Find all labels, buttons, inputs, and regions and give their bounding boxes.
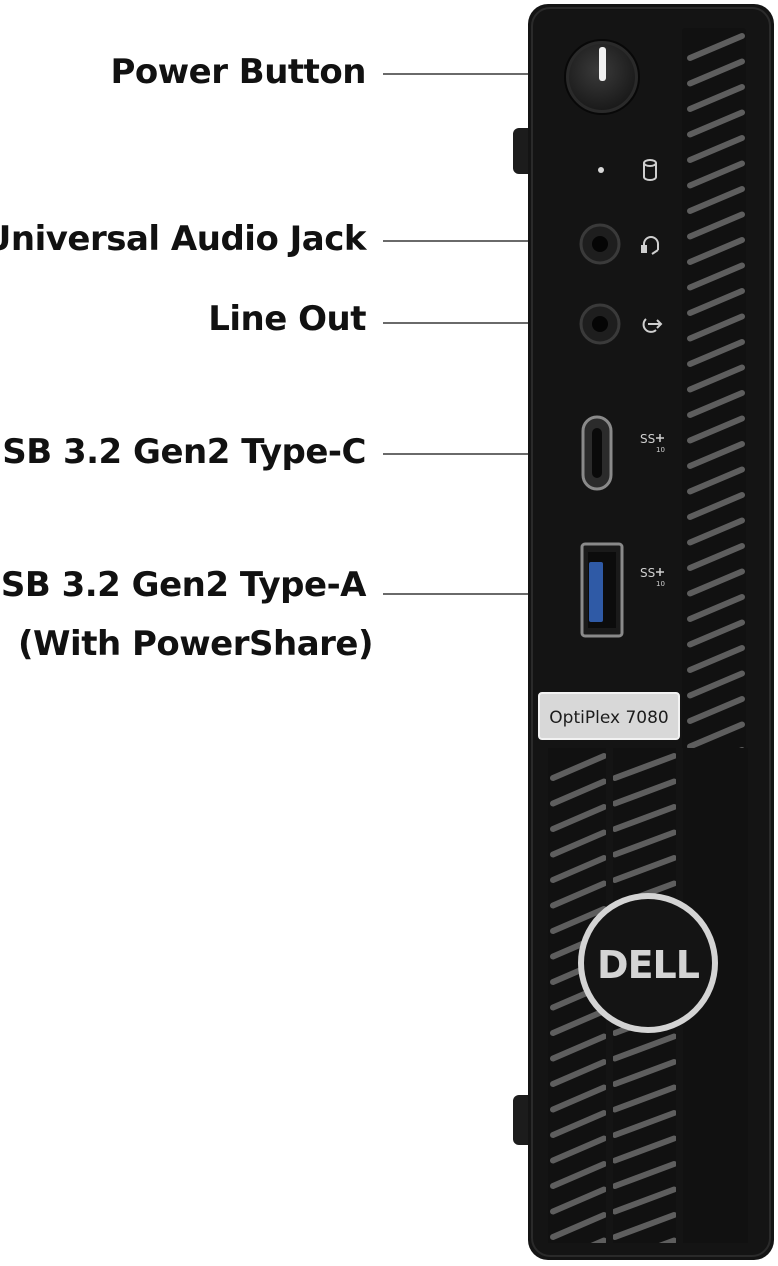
vent-slat bbox=[612, 1084, 677, 1113]
dell-logo-text: DELL bbox=[597, 943, 700, 987]
vent-slat bbox=[612, 1161, 677, 1189]
vent-slat bbox=[687, 288, 745, 316]
vent-slat bbox=[612, 1033, 677, 1062]
line-out-label: Line Out bbox=[208, 299, 366, 339]
vent-slat bbox=[687, 543, 745, 571]
universal-audio-jack[interactable] bbox=[579, 223, 621, 265]
vent-slat bbox=[612, 1059, 677, 1087]
vent-slat bbox=[550, 1135, 607, 1164]
vent-slat bbox=[612, 1186, 677, 1215]
vent-slat bbox=[687, 390, 745, 418]
vent-slat bbox=[687, 696, 745, 724]
line-out-leader-line bbox=[383, 322, 573, 324]
usb-a-label: USB 3.2 Gen2 Type-A bbox=[0, 565, 367, 605]
vent-slat bbox=[687, 364, 745, 393]
usb-c-label: USB 3.2 Gen2 Type-C bbox=[0, 432, 366, 472]
vent-slat bbox=[550, 1161, 607, 1189]
vent-slat bbox=[687, 568, 745, 597]
vent-slat bbox=[687, 109, 745, 138]
usb-c-leader-line bbox=[383, 453, 581, 455]
vent-slat bbox=[687, 84, 745, 112]
vent-slat bbox=[687, 58, 745, 87]
vent-slat bbox=[612, 1212, 677, 1240]
vent-slat bbox=[550, 906, 607, 934]
vent-slat bbox=[687, 466, 745, 495]
vent-slat bbox=[550, 1110, 607, 1138]
superspeed-usb-10gbps-icon: SS 10 bbox=[640, 566, 665, 588]
vent-slat bbox=[550, 1186, 607, 1215]
power-button-label: Power Button bbox=[110, 52, 366, 92]
usb-c-port[interactable] bbox=[581, 415, 613, 491]
svg-text:SS: SS bbox=[640, 432, 655, 446]
vent-slat bbox=[687, 237, 745, 265]
vent-slat bbox=[687, 33, 745, 61]
vent-slat bbox=[687, 211, 745, 240]
usb-a-blue-insert bbox=[589, 562, 603, 622]
vent-slat bbox=[550, 778, 607, 807]
vent-slat bbox=[687, 594, 745, 622]
vent-slat bbox=[550, 1008, 607, 1036]
vent-slat bbox=[550, 855, 607, 883]
model-badge-text: OptiPlex 7080 bbox=[549, 708, 668, 728]
activity-led bbox=[598, 167, 604, 173]
vent-slat bbox=[687, 517, 745, 546]
vent-slat bbox=[612, 829, 677, 858]
vent-slat bbox=[550, 1033, 607, 1062]
vent-slat bbox=[687, 721, 745, 750]
svg-text:SS: SS bbox=[640, 566, 655, 580]
svg-text:10: 10 bbox=[656, 446, 665, 454]
vent-slat bbox=[687, 670, 745, 699]
vent-slat bbox=[687, 415, 745, 444]
svg-text:10: 10 bbox=[656, 580, 665, 588]
dell-logo: DELL bbox=[578, 893, 718, 1033]
power-button[interactable] bbox=[564, 39, 640, 115]
vent-slat bbox=[612, 1110, 677, 1138]
vent-slat bbox=[690, 1260, 742, 1266]
usb-a-label-line2: (With PowerShare) bbox=[18, 624, 374, 664]
power-icon bbox=[599, 47, 606, 81]
vent-slat bbox=[612, 855, 677, 883]
vent-slat bbox=[612, 1135, 677, 1164]
usb-a-port[interactable] bbox=[580, 542, 624, 638]
vent-slat bbox=[687, 619, 745, 648]
vent-slat bbox=[550, 1212, 607, 1240]
vent-slat bbox=[687, 160, 745, 189]
power-button-leader-line bbox=[383, 73, 563, 75]
vent-slat bbox=[687, 186, 745, 214]
vent-slat bbox=[687, 313, 745, 342]
vent-slat bbox=[612, 804, 677, 832]
vent-slat bbox=[550, 829, 607, 858]
line-out-icon bbox=[642, 318, 663, 333]
usb-a-leader-line bbox=[383, 593, 586, 595]
vent-slat bbox=[687, 135, 745, 163]
vent-slat bbox=[550, 753, 607, 781]
vent-slat bbox=[612, 753, 677, 781]
vent-slat bbox=[550, 804, 607, 832]
vent-slat bbox=[550, 1084, 607, 1113]
vent-slat bbox=[687, 262, 745, 291]
drive-activity-icon bbox=[643, 159, 657, 181]
vent-slat bbox=[687, 339, 745, 367]
audio-jack-leader-line bbox=[383, 240, 573, 242]
headset-icon bbox=[641, 236, 659, 255]
superspeed-usb-10gbps-icon: SS 10 bbox=[640, 432, 665, 454]
vent-slat bbox=[687, 441, 745, 469]
audio-jack-label: Universal Audio Jack bbox=[0, 219, 367, 259]
line-out-jack[interactable] bbox=[579, 303, 621, 345]
vent-slat bbox=[550, 880, 607, 909]
vent-slat bbox=[687, 492, 745, 520]
vent-slat bbox=[550, 1059, 607, 1087]
vent-slat bbox=[687, 645, 745, 673]
vent-slat bbox=[612, 778, 677, 807]
model-badge: OptiPlex 7080 bbox=[538, 692, 680, 740]
